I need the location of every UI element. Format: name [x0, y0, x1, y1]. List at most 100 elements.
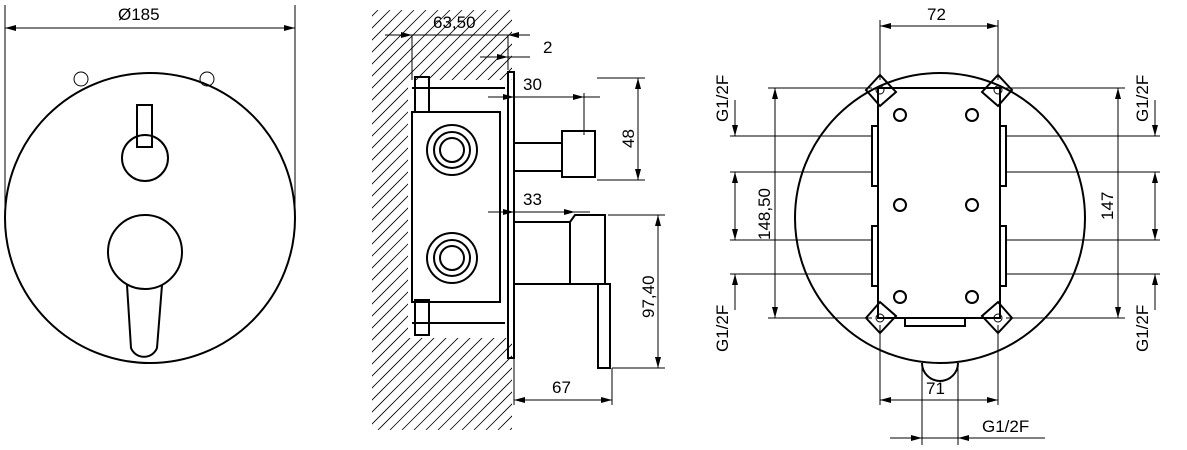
right-screw-hole — [199, 71, 215, 87]
arrow-icon — [1152, 125, 1158, 136]
arrow-icon — [655, 215, 661, 226]
mounting-hole — [875, 313, 885, 323]
lever-height-label: 97,40 — [639, 275, 658, 318]
body-screw-hole — [965, 290, 979, 304]
lever-arm — [597, 283, 611, 369]
hatch-line — [425, 343, 512, 430]
hatch-line — [437, 355, 512, 430]
arrow-icon — [573, 94, 584, 100]
upper-handle-offset-label: 30 — [523, 75, 542, 94]
upper-handle-knob — [561, 130, 596, 178]
arrow-icon — [508, 32, 519, 38]
arrow-icon — [772, 88, 778, 99]
arrow-icon — [732, 229, 738, 240]
hatch-line — [372, 10, 415, 53]
diverter-knob — [121, 134, 169, 182]
plate-thickness-label: 2 — [543, 38, 552, 57]
arrow-icon — [635, 78, 641, 89]
bottom-outlet-flange — [904, 317, 966, 327]
hatch-line — [372, 259, 512, 401]
arrow-icon — [880, 397, 891, 403]
bottom-port-label: G1/2F — [982, 417, 1029, 436]
hatch-line — [372, 103, 512, 245]
right-upper-port — [999, 125, 1007, 187]
hatch-line — [372, 10, 379, 17]
diameter-label: Ø185 — [118, 5, 160, 24]
lever-body — [513, 221, 571, 285]
diverter-handle-stem — [136, 104, 153, 148]
lever-projection-label: 67 — [552, 378, 571, 397]
lower-port-outer — [426, 232, 478, 284]
mounting-hole — [875, 85, 885, 95]
hatch-line — [413, 331, 512, 430]
mixer-lever-base — [107, 214, 183, 290]
cover-plate-outline — [4, 72, 296, 364]
arrow-icon — [1115, 88, 1121, 99]
arrow-icon — [732, 172, 738, 183]
mounting-hole — [993, 313, 1003, 323]
hatch-line — [473, 391, 512, 430]
hatch-line — [389, 307, 512, 430]
arrow-icon — [987, 397, 998, 403]
top-width-label: 72 — [927, 5, 946, 24]
arrow-icon — [732, 274, 738, 285]
hatch-line — [0, 10, 342, 430]
body-screw-hole — [965, 198, 979, 212]
body-screw-hole — [893, 108, 907, 122]
outer-height-label: 147 — [1098, 192, 1117, 220]
hatch-line — [372, 10, 391, 29]
arrow-icon — [1152, 172, 1158, 183]
hatch-line — [372, 235, 512, 377]
upper-port-mid — [433, 131, 471, 169]
arrow-icon — [635, 169, 641, 180]
hatch-line — [372, 247, 512, 389]
arrow-icon — [497, 54, 508, 60]
body-screw-hole — [965, 108, 979, 122]
lever-offset-label: 33 — [523, 190, 542, 209]
left-upper-port — [871, 125, 879, 187]
hatch-line — [372, 10, 475, 113]
left-top-port-label: G1/2F — [713, 75, 732, 122]
body-screw-hole — [893, 198, 907, 212]
hatch-line — [372, 10, 439, 77]
bottom-width-label: 71 — [926, 379, 945, 398]
hatch-line — [497, 415, 512, 430]
hatch-line — [372, 10, 403, 41]
bottom-left-mounting-ear — [864, 300, 898, 335]
hatch-line — [372, 10, 463, 101]
hatch-line — [401, 319, 512, 430]
depth-label: 63,50 — [433, 13, 476, 32]
upper-handle-stem — [513, 142, 563, 172]
right-top-port-label: G1/2F — [1133, 75, 1152, 122]
upper-port-outer — [426, 124, 478, 176]
lower-port-inner — [439, 245, 465, 271]
arrow-icon — [503, 94, 514, 100]
right-bottom-port-label: G1/2F — [1133, 305, 1152, 352]
arrow-icon — [1152, 274, 1158, 285]
side-view: 63,50 2 30 48 33 97,40 67 — [0, 10, 665, 430]
left-bottom-port-label: G1/2F — [713, 305, 732, 352]
mounting-hole — [993, 85, 1003, 95]
upper-port-inner — [439, 137, 465, 163]
hatch-line — [372, 223, 512, 365]
arrow-icon — [514, 397, 525, 403]
arrow-icon — [401, 32, 412, 38]
arrow-icon — [5, 25, 16, 31]
hatch-line — [372, 283, 512, 425]
hatch-line — [372, 91, 512, 233]
arrow-icon — [772, 307, 778, 318]
hatch-line — [372, 10, 451, 89]
back-view: 72 71 G1/2F 148,50 G1/2F — [713, 5, 1160, 445]
bottom-right-mounting-ear — [980, 300, 1014, 335]
cover-plate-profile — [507, 71, 515, 359]
arrow-icon — [1115, 307, 1121, 318]
hatch-line — [461, 379, 512, 430]
mixer-lever-handle — [126, 284, 163, 358]
left-lower-port — [871, 225, 879, 287]
arrow-icon — [601, 397, 612, 403]
arrow-icon — [987, 23, 998, 29]
lower-mounting-tab — [414, 299, 430, 336]
arrow-icon — [503, 209, 514, 215]
arrow-icon — [1152, 229, 1158, 240]
